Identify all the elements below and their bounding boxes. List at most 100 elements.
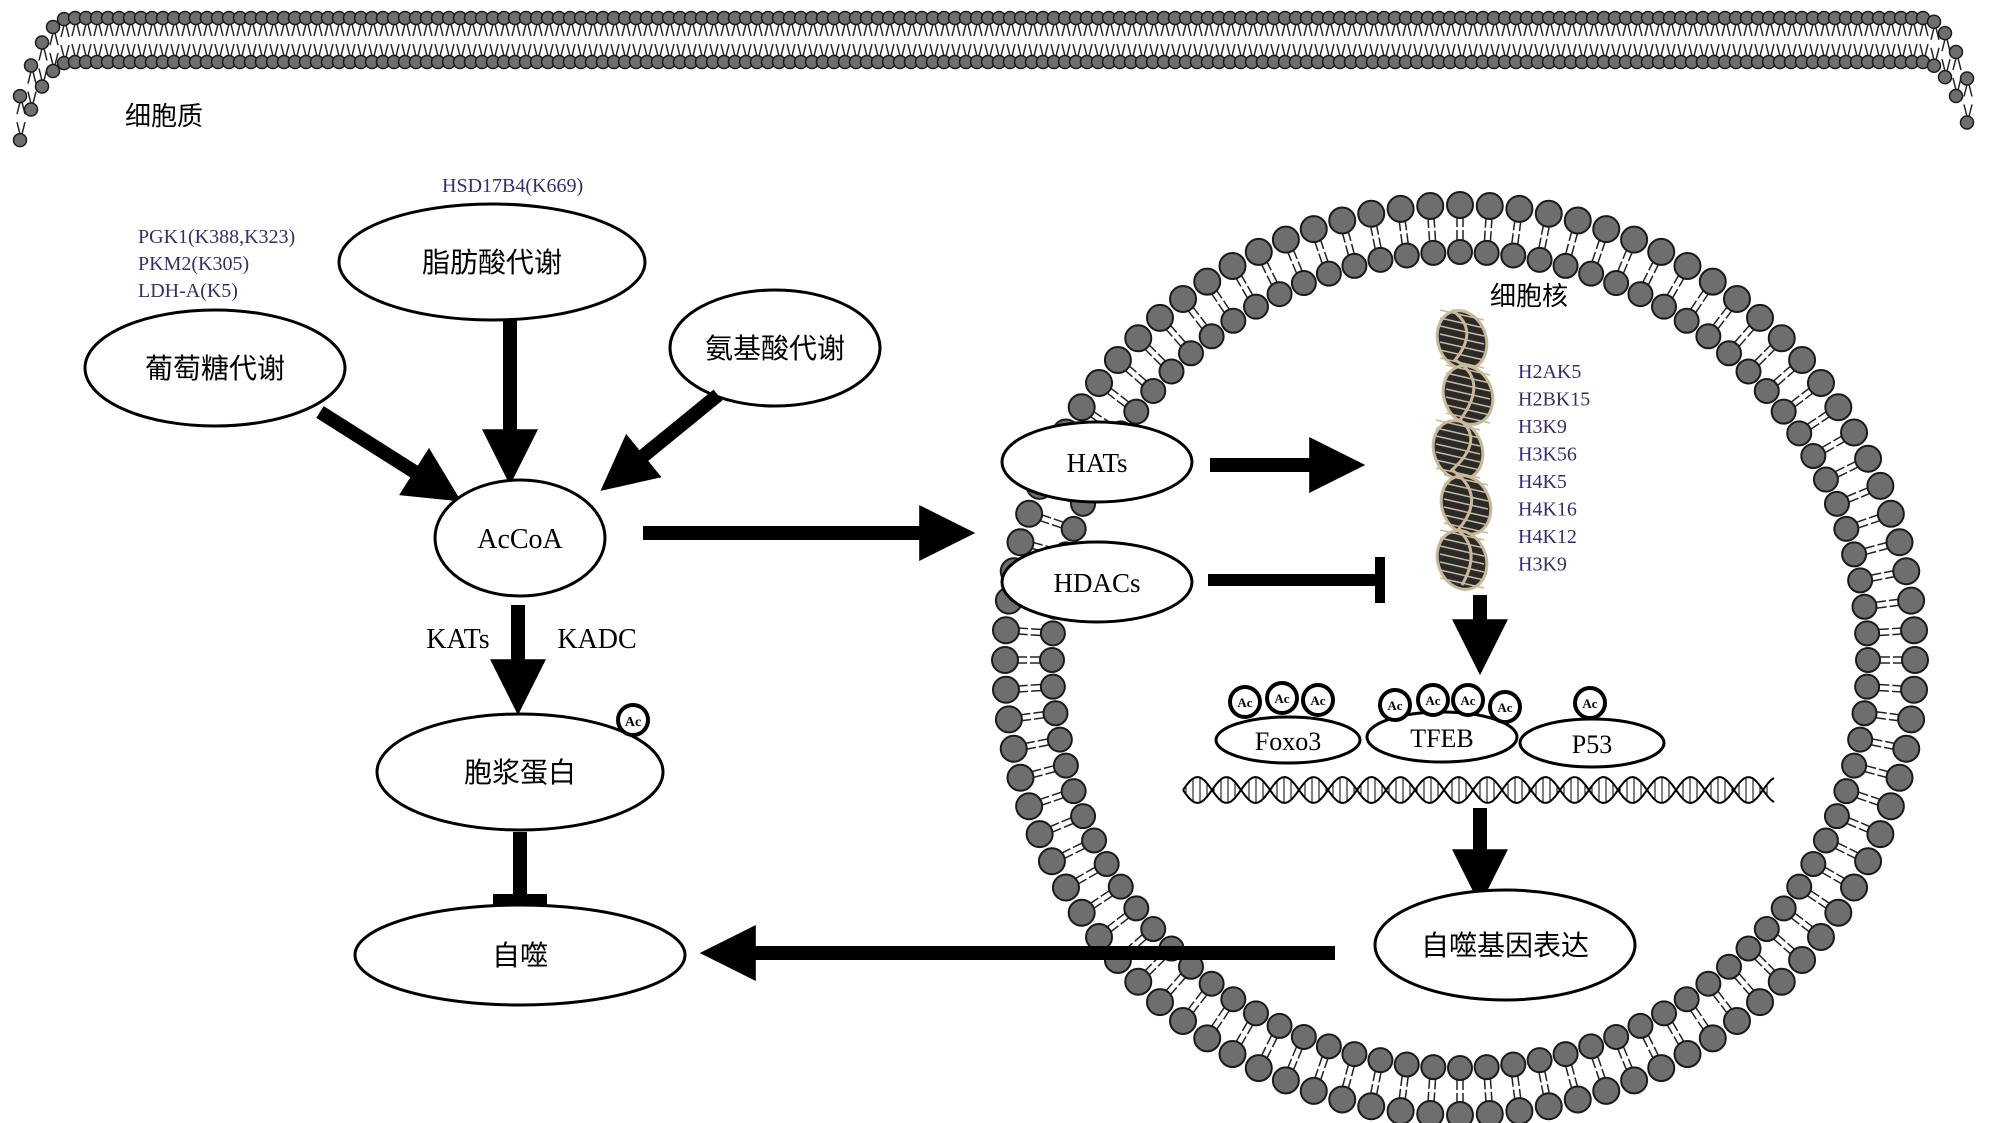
- nuclear-lipid-head: [1698, 1024, 1727, 1053]
- nuclear-lipid-head: [1006, 763, 1035, 792]
- histone-site-label: H2AK5: [1518, 361, 1581, 383]
- nuclear-lipid-head: [1885, 763, 1914, 792]
- autophagy-label: 自噬: [492, 939, 548, 972]
- nuclear-lipid-head: [1505, 194, 1534, 223]
- nuclear-lipid-head: [1244, 237, 1273, 266]
- nuclear-lipid-head: [1123, 398, 1150, 425]
- acetyl-mark-text: Ac: [1425, 693, 1440, 708]
- nuclear-lipid-head: [1806, 922, 1835, 951]
- kats-label: KATs: [426, 624, 489, 655]
- nucleosome: [1439, 474, 1493, 536]
- histone-site-label: H2BK15: [1518, 389, 1590, 411]
- nuclear-lipid-head: [1698, 267, 1727, 296]
- membrane-lipid-head: [1959, 71, 1975, 86]
- nuclear-lipid-head: [1039, 647, 1065, 673]
- nuclear-lipid-head: [1552, 252, 1579, 279]
- membrane-lipid-head: [45, 19, 61, 35]
- cytoplasm-label: 细胞质: [125, 102, 203, 132]
- nuclear-lipid-head: [1841, 541, 1868, 568]
- inhibit-protein-to-autophagy: [493, 832, 547, 906]
- acetyl-mark: Ac: [1573, 686, 1607, 720]
- nuclear-lipid-head: [1526, 246, 1553, 273]
- protein-acetyl-mark: Ac: [616, 703, 650, 737]
- nuclear-lipid-head: [1673, 986, 1700, 1013]
- arrow-amino-acid-to-accoa: [600, 389, 723, 491]
- nuclear-lipid-head: [1367, 1047, 1394, 1074]
- nuclear-lipid-head: [1060, 515, 1087, 542]
- nuclear-lipid-head: [1015, 792, 1044, 821]
- nuclear-lipid-head: [1897, 705, 1926, 734]
- glucose-target-label-3: LDH-A(K5): [138, 280, 238, 302]
- hats-node: HATs: [1000, 420, 1194, 504]
- nuclear-lipid-head: [1271, 225, 1300, 254]
- nuclear-lipid-head: [1244, 1054, 1273, 1083]
- nucleosome: [1435, 309, 1489, 371]
- nuclear-lipid-head: [1753, 916, 1780, 943]
- nuclear-lipid-head: [1722, 285, 1751, 314]
- nuclear-lipid-head: [1651, 293, 1677, 320]
- nuclear-lipid-head: [1695, 323, 1722, 350]
- nuclear-lipid-head: [1416, 191, 1445, 220]
- nuclear-lipid-head: [1420, 239, 1447, 266]
- dna-helix: [1182, 775, 1775, 805]
- nuclear-lipid-head: [1473, 239, 1500, 266]
- dna-strand: [1182, 775, 1775, 805]
- nuclear-lipid-head: [1140, 916, 1167, 943]
- nuclear-lipid-head: [1416, 1100, 1445, 1123]
- acetyl-mark-text: Ac: [1460, 693, 1475, 708]
- nuclear-lipid-head: [1103, 345, 1132, 374]
- cytoplasmic-protein-label: 胞浆蛋白: [464, 756, 576, 789]
- inhibit-hdacs-to-chromatin: [1208, 557, 1385, 603]
- accoa-node: AcCoA: [433, 478, 607, 598]
- nuclear-lipid-head: [1042, 700, 1069, 727]
- acetyl-mark-text: Ac: [1237, 695, 1252, 710]
- nuclear-lipid-head: [1847, 567, 1874, 594]
- membrane-lipid-head: [23, 58, 39, 73]
- nuclear-lipid-head: [1788, 345, 1817, 374]
- histone-site-label: H3K9: [1518, 416, 1567, 438]
- nuclear-lipid-head: [1620, 1066, 1649, 1095]
- nuclear-lipid-head: [1070, 803, 1097, 830]
- nuclear-lipid-head: [1627, 1012, 1654, 1039]
- nuclear-lipid-head: [1193, 1024, 1222, 1053]
- nuclear-lipid-head: [1198, 970, 1225, 997]
- nuclear-lipid-head: [1592, 215, 1621, 244]
- nuclear-lipid-head: [1722, 1006, 1751, 1035]
- nuclear-lipid-head: [1266, 281, 1293, 308]
- membrane-lipid-head: [34, 35, 50, 50]
- nuclear-lipid-head: [1220, 307, 1247, 334]
- nuclear-lipid-head: [1198, 323, 1225, 350]
- nuclear-lipid-head: [1145, 303, 1174, 332]
- amino-acid-node: 氨基酸代谢: [668, 288, 882, 408]
- nuclear-lipid-head: [1526, 1047, 1553, 1074]
- nucleus-label: 细胞核: [1490, 282, 1568, 312]
- glucose-target-label-2: PKM2(K305): [138, 253, 249, 275]
- nuclear-lipid-head: [1823, 803, 1850, 830]
- membrane-lipid-head: [1959, 115, 1975, 130]
- acetyl-mark: Ac: [1265, 681, 1299, 715]
- nuclear-lipid-head: [1243, 1000, 1269, 1027]
- nuclear-lipid-head: [1169, 285, 1198, 314]
- hats-label: HATs: [1066, 448, 1127, 478]
- nuclear-lipid-head: [1854, 444, 1883, 473]
- tf-foxo3-label: Foxo3: [1255, 727, 1321, 756]
- nuclear-lipid-head: [1039, 620, 1066, 647]
- acetyl-mark-text: Ac: [1497, 700, 1512, 715]
- autophagy-gene-expression-node: 自噬基因表达: [1373, 888, 1637, 1002]
- nuclear-lipid-head: [1193, 267, 1222, 296]
- nuclear-lipid-head: [1140, 377, 1167, 404]
- nuclear-lipid-head: [1367, 246, 1394, 273]
- nuclear-lipid-head: [1840, 873, 1869, 902]
- nuclear-lipid-head: [1500, 1051, 1527, 1078]
- nuclear-lipid-head: [1393, 1051, 1420, 1078]
- nuclear-lipid-head: [1900, 675, 1929, 704]
- nuclear-lipid-head: [1578, 260, 1605, 287]
- nuclear-lipid-head: [991, 616, 1020, 645]
- nuclear-lipid-head: [1854, 847, 1883, 876]
- nuclear-lipid-head: [1563, 1085, 1592, 1114]
- nuclear-lipid-head: [1386, 194, 1415, 223]
- nuclear-lipid-head: [1746, 988, 1775, 1017]
- nuclear-lipid-head: [1824, 898, 1853, 927]
- nuclear-lipid-head: [1500, 242, 1527, 269]
